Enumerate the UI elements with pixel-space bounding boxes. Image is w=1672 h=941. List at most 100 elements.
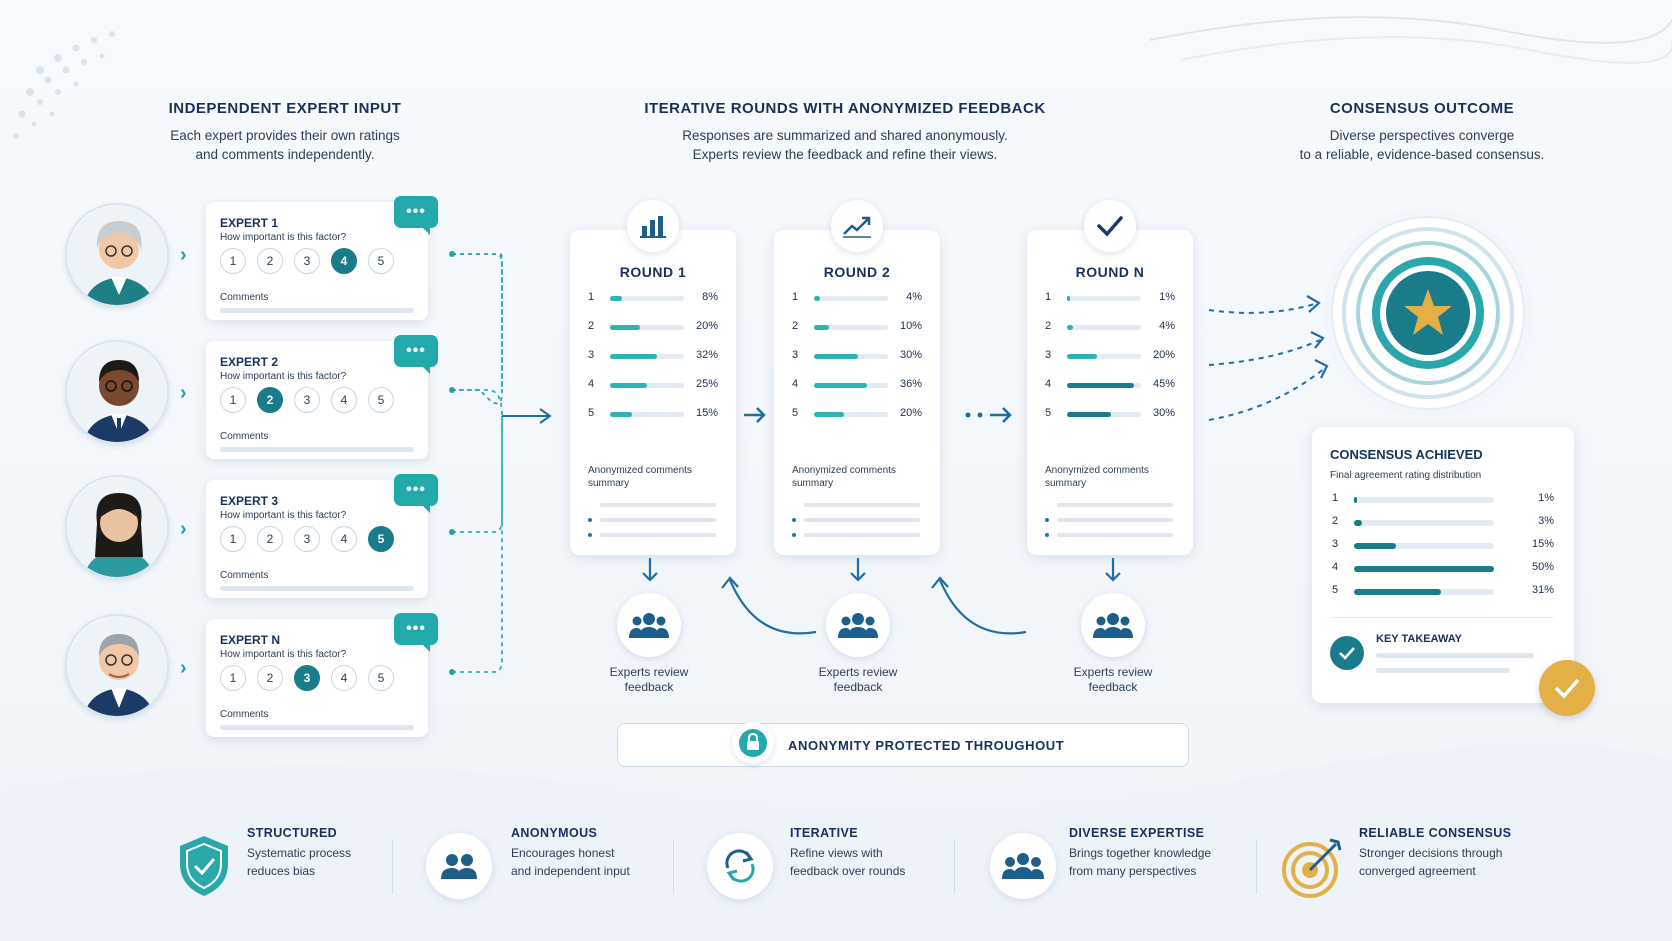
ellipsis-arrow-icon: [965, 407, 1012, 423]
distribution-bar: [1067, 383, 1134, 388]
rating-option[interactable]: 5: [368, 526, 394, 552]
rating-label: 5: [1332, 584, 1339, 596]
comment-line: [220, 308, 414, 313]
converge-arrows: [1208, 295, 1329, 421]
distribution-track: [814, 296, 888, 301]
feature-line1: Brings together knowledge: [1069, 846, 1212, 860]
anonymity-label: ANONYMITY PROTECTED THROUGHOUT: [788, 738, 1065, 753]
expert-name: EXPERT 2: [220, 355, 279, 369]
anonymized-summary-label: Anonymized comments summary: [588, 465, 692, 489]
review-label-line1: Experts review: [818, 665, 898, 679]
feature-line2: converged agreement: [1359, 864, 1476, 878]
distribution-bar: [610, 412, 633, 417]
rating-label: 2: [1332, 515, 1339, 527]
summary-bullet: [792, 502, 922, 508]
trend-line-icon: [831, 200, 883, 252]
rating-option[interactable]: 4: [331, 526, 357, 552]
check-circle-icon: [1330, 636, 1364, 670]
feature-title: ITERATIVE: [790, 826, 858, 840]
feature-line2: feedback over rounds: [790, 864, 906, 878]
key-takeaway-label: KEY TAKEAWAY: [1376, 633, 1462, 645]
summary-bullet: [792, 532, 922, 538]
percent-label: 20%: [899, 407, 922, 419]
consensus-track: [1354, 589, 1494, 595]
rating-option[interactable]: 3: [294, 387, 320, 413]
rating-option[interactable]: 3: [294, 665, 320, 691]
rating-question: How important is this factor?: [220, 649, 347, 660]
summary-bullet: [792, 517, 922, 523]
rating-option[interactable]: 5: [368, 248, 394, 274]
distribution-track: [610, 325, 684, 330]
takeaway-line: [1376, 668, 1510, 673]
rating-option[interactable]: 2: [257, 248, 283, 274]
rating-option[interactable]: 1: [220, 665, 246, 691]
arrow-down-icon: [642, 558, 658, 582]
rating-option[interactable]: 4: [331, 665, 357, 691]
comment-bubble-icon: •••: [394, 474, 438, 513]
expert-name: EXPERT 3: [220, 494, 279, 508]
rating-label: 1: [1332, 492, 1339, 504]
distribution-bar: [1067, 354, 1097, 359]
percent-label: 3%: [1538, 515, 1554, 527]
arrow-right-icon: [744, 407, 766, 423]
percent-label: 50%: [1531, 561, 1554, 573]
rating-option[interactable]: 3: [294, 526, 320, 552]
feature-line1: Systematic process: [247, 846, 352, 860]
rating-option[interactable]: 4: [331, 387, 357, 413]
distribution-bar: [1067, 296, 1070, 301]
arrow-down-icon: [1105, 558, 1121, 582]
input-section-title: INDEPENDENT EXPERT INPUT: [168, 100, 402, 117]
rating-label: 1: [1045, 291, 1052, 303]
distribution-track: [814, 383, 888, 388]
expert-card: ••• EXPERT 3 How important is this facto…: [206, 474, 438, 598]
rating-label: 4: [1045, 378, 1052, 390]
rating-option[interactable]: 2: [257, 387, 283, 413]
rating-option[interactable]: 3: [294, 248, 320, 274]
percent-label: 4%: [906, 291, 922, 303]
distribution-row: 1 1%: [1045, 291, 1175, 305]
distribution-track: [1067, 412, 1141, 417]
rating-option[interactable]: 4: [331, 248, 357, 274]
distribution-bar: [814, 412, 844, 417]
rating-option[interactable]: 2: [257, 665, 283, 691]
percent-label: 1%: [1159, 291, 1175, 303]
consensus-bar: [1354, 520, 1363, 526]
bar-chart-icon: [627, 200, 679, 252]
rating-label: 5: [588, 407, 595, 419]
distribution-track: [814, 412, 888, 417]
expert-n-avatar: [65, 614, 169, 718]
lock-icon: [732, 722, 774, 764]
expert-1-avatar: [65, 203, 169, 307]
distribution-bar: [1067, 412, 1112, 417]
consensus-title: CONSENSUS ACHIEVED: [1330, 447, 1483, 462]
outcome-section-line2: to a reliable, evidence-based consensus.: [1299, 147, 1545, 162]
summary-bullet: [1045, 532, 1175, 538]
rating-option[interactable]: 1: [220, 387, 246, 413]
rating-option[interactable]: 5: [368, 665, 394, 691]
consensus-track: [1354, 497, 1494, 503]
rating-question: How important is this factor?: [220, 232, 347, 243]
rating-option[interactable]: 1: [220, 526, 246, 552]
rating-option[interactable]: 1: [220, 248, 246, 274]
distribution-bar: [814, 383, 868, 388]
input-section-line2: and comments independently.: [195, 147, 375, 162]
consensus-track: [1354, 566, 1494, 572]
rating-option[interactable]: 2: [257, 526, 283, 552]
percent-label: 20%: [1152, 349, 1175, 361]
rating-option[interactable]: 5: [368, 387, 394, 413]
